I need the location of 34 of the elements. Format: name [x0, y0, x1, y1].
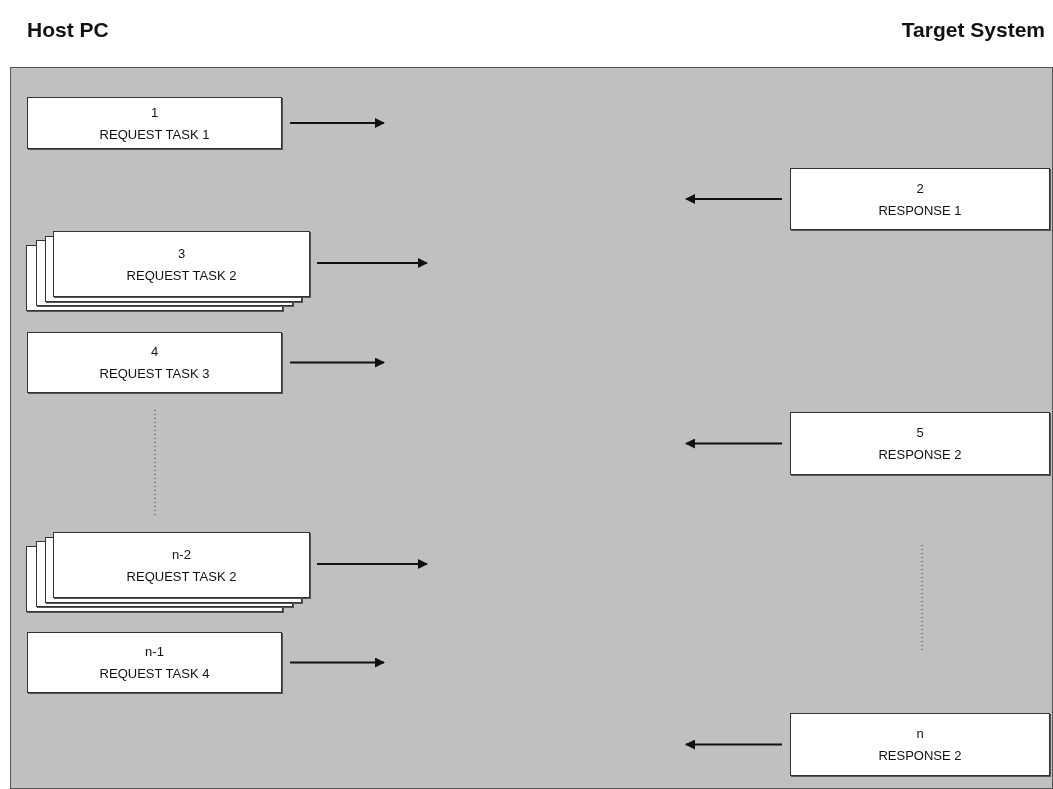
task-label: REQUEST TASK 1 [99, 126, 210, 142]
arrow [685, 438, 783, 449]
arrow [685, 739, 783, 750]
column-heading: Target System [901, 18, 1045, 42]
step-number: 1 [150, 104, 159, 120]
step-number: 4 [150, 344, 159, 359]
arrow [316, 258, 428, 268]
task-label: REQUEST TASK 4 [99, 666, 210, 681]
response-box [790, 713, 1050, 776]
task-box [27, 632, 282, 693]
step-number: 3 [177, 245, 186, 261]
arrow [289, 357, 385, 368]
task-label: RESPONSE 1 [878, 202, 962, 218]
stacked-task-box [26, 532, 309, 610]
stacked-task-box [26, 231, 309, 309]
task-box [27, 97, 282, 149]
task-label: RESPONSE 2 [878, 447, 962, 462]
task-label: REQUEST TASK 2 [126, 267, 237, 283]
step-number: 2 [916, 180, 924, 196]
step-number: n-1 [145, 644, 164, 659]
arrow [685, 194, 783, 204]
arrow [316, 559, 428, 569]
task-box [27, 332, 282, 393]
arrow [289, 118, 385, 128]
task-label: RESPONSE 2 [878, 748, 962, 763]
response-box [790, 168, 1050, 230]
arrow [289, 657, 385, 668]
task-label: REQUEST TASK 2 [126, 568, 237, 584]
step-number: n [916, 726, 924, 741]
response-box [790, 412, 1050, 475]
step-number: n-2 [172, 546, 191, 562]
column-heading: Host PC [27, 18, 109, 42]
task-label: REQUEST TASK 3 [99, 366, 210, 381]
step-number: 5 [916, 425, 924, 440]
